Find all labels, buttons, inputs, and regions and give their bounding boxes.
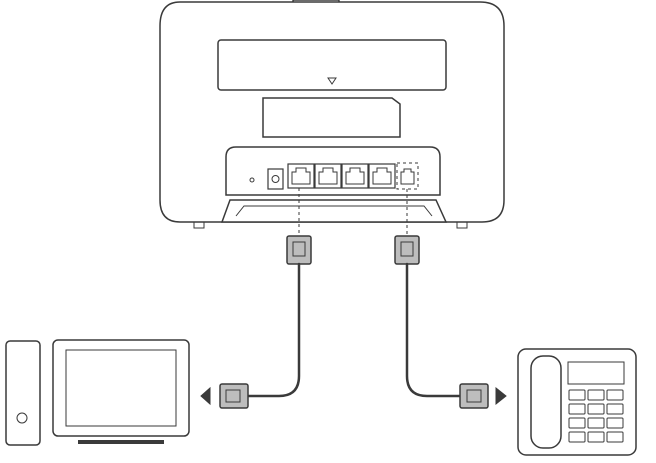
router-icon — [159, 0, 505, 229]
phone-connector-telephone — [459, 383, 489, 409]
lan-port-1 — [287, 163, 315, 189]
telephone-icon — [517, 348, 637, 456]
monitor-stand — [78, 440, 164, 444]
router-phone-port — [396, 162, 419, 190]
desktop-computer-icon — [5, 339, 190, 446]
lan-port-4 — [368, 163, 396, 189]
router-lan-ports — [287, 163, 396, 189]
arrow-to-telephone-icon — [495, 386, 507, 406]
telephone-handset — [530, 355, 562, 449]
router-foot-left — [193, 222, 205, 229]
router-power-port — [267, 168, 284, 190]
phone-cable — [394, 235, 507, 409]
computer-tower — [5, 340, 41, 446]
telephone-display — [567, 361, 625, 385]
ethernet-connector-computer — [219, 383, 249, 409]
arrow-to-computer-icon — [200, 386, 211, 406]
ethernet-cable — [200, 235, 312, 409]
ethernet-connector-top — [286, 235, 312, 265]
router-reset-hole — [249, 177, 255, 183]
router-triangle-marker — [327, 77, 337, 85]
phone-connector-top — [394, 235, 420, 265]
router-foot-right — [456, 222, 468, 229]
telephone-keypad — [568, 389, 624, 443]
router-upper-panel — [217, 39, 447, 91]
lan-port-2 — [314, 163, 342, 189]
lan-port-3 — [341, 163, 369, 189]
router-stand — [220, 199, 448, 223]
router-label-plate — [262, 97, 401, 138]
computer-monitor — [52, 339, 190, 444]
router-stand-inner — [235, 205, 433, 217]
